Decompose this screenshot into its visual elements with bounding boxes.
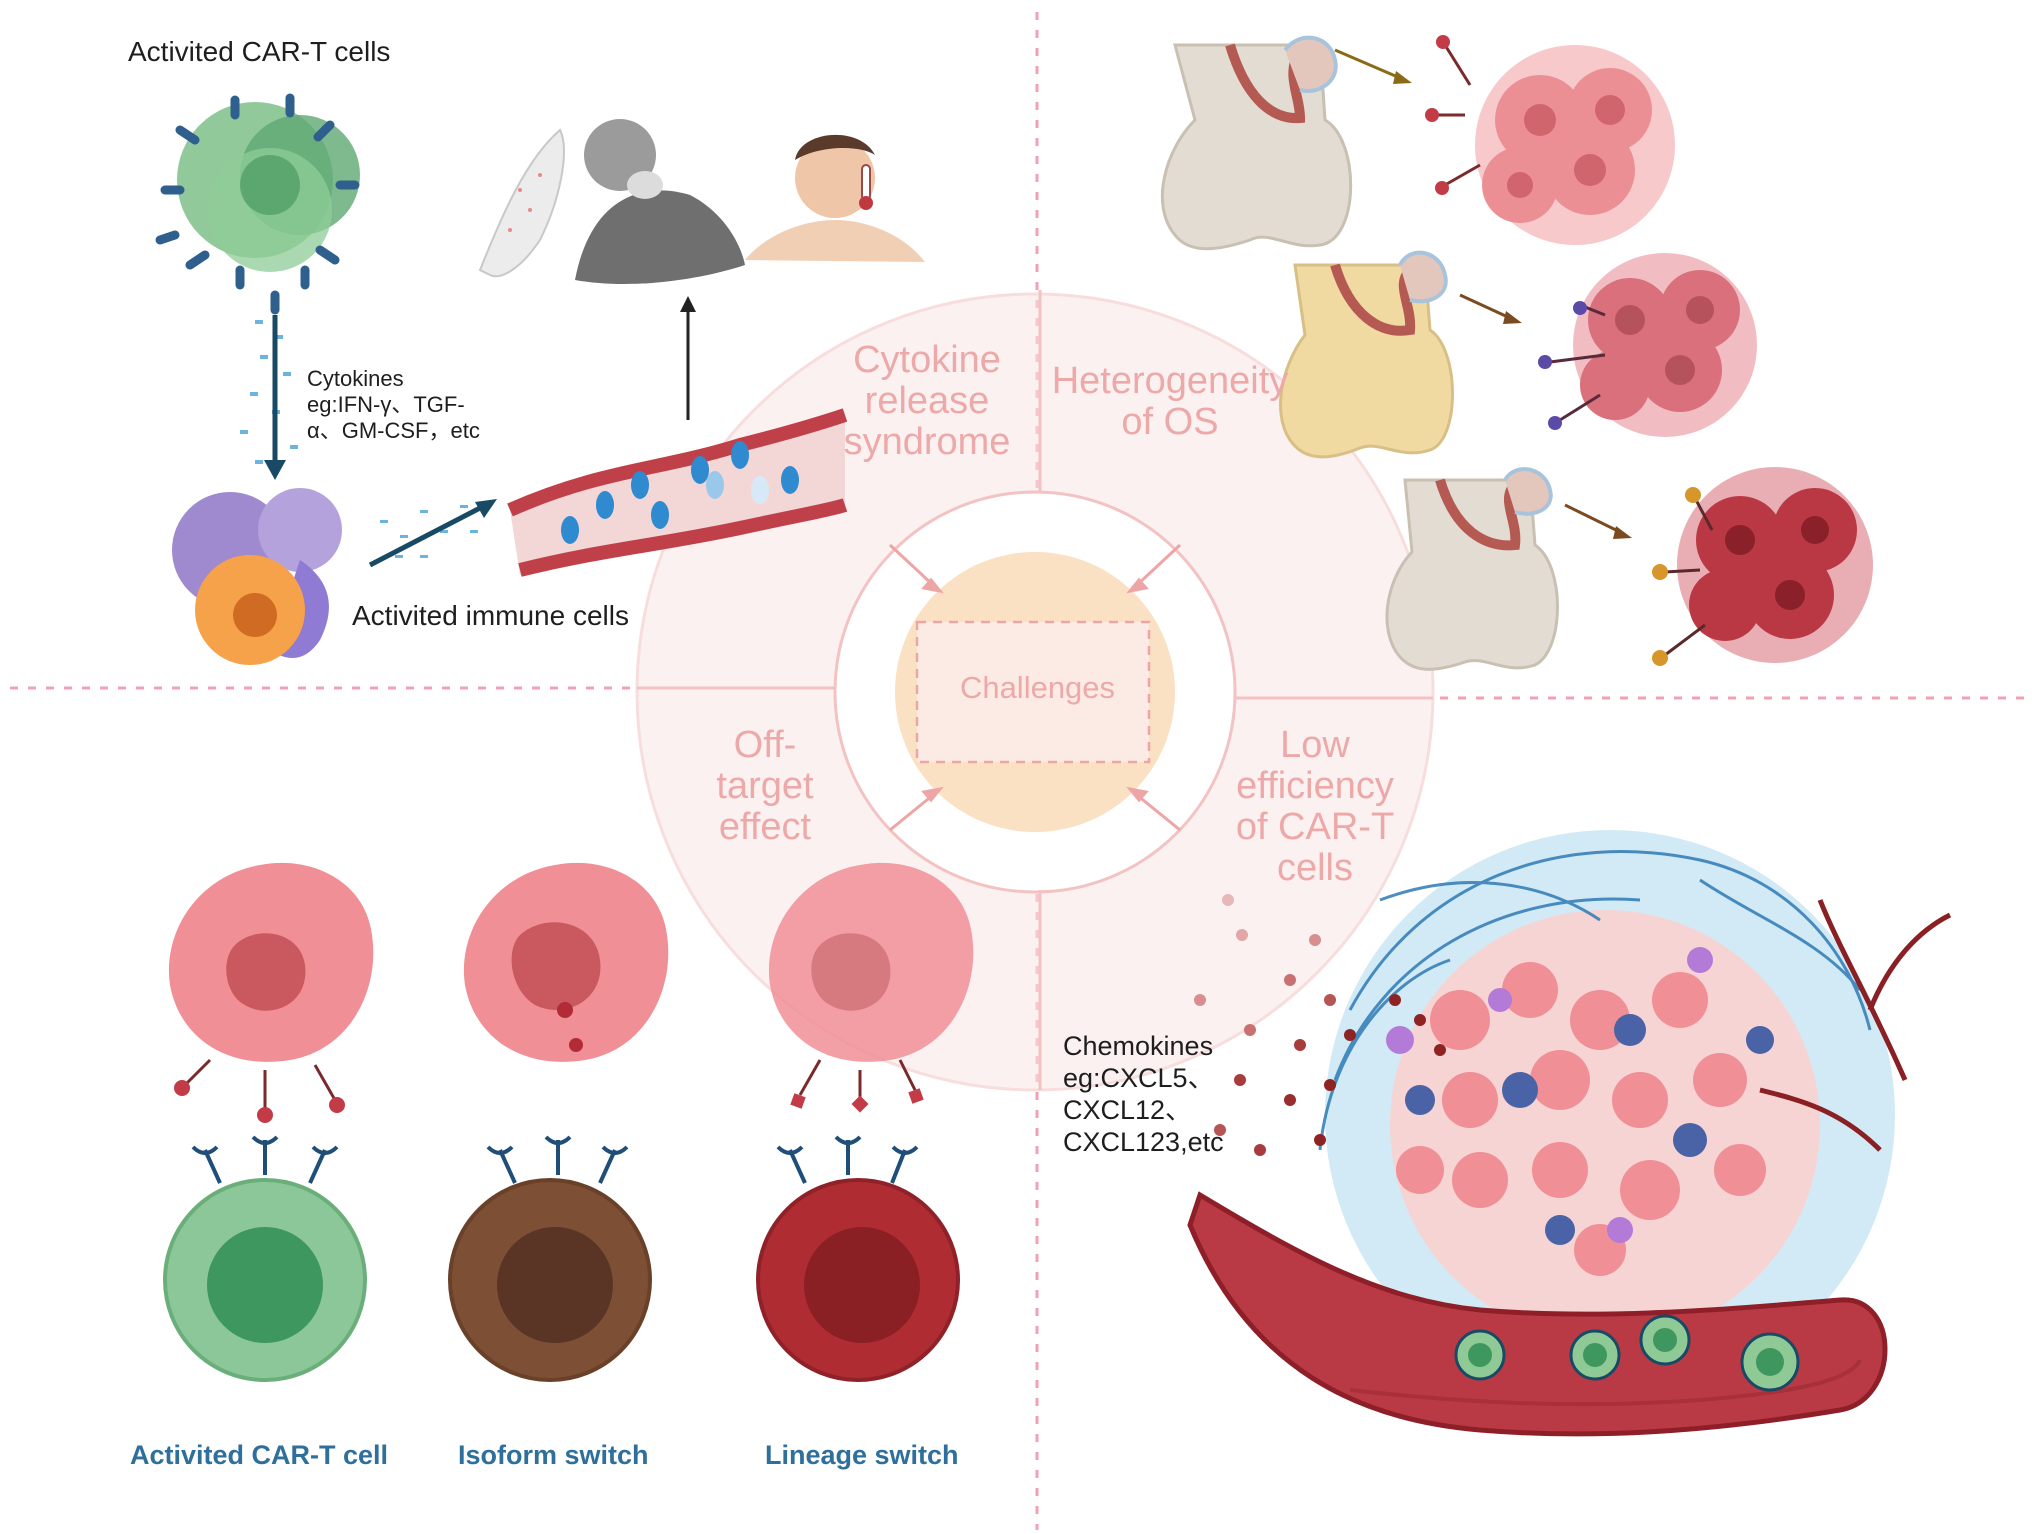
bone-tumor-1-icon [1160,35,1412,251]
car-t-receptor-group [191,1135,919,1184]
car-t-cell-cluster-icon [155,93,360,315]
bone-tumor-2-icon [1279,250,1522,459]
chemokines-line-2: eg:CXCL5、 [1063,1063,1215,1093]
car-t-cell-green-icon [163,1178,367,1382]
upward-arrow-icon [680,296,696,420]
segment-cytokine-release-syndrome: Cytokine release syndrome [843,339,1011,463]
challenges-title: Challenges [959,670,1116,705]
immune-cells-icon [172,488,342,665]
tumor-microenvironment-icon [1187,830,1952,1437]
immune-cells-label: Activited immune cells [352,600,629,631]
car-t-cells-title: Activited CAR-T cells [128,36,391,67]
segment-heterogeneity-of-os: Heterogeneity of OS [1051,360,1289,443]
cytokines-line-1: Cytokines [307,366,404,391]
tumor-cell-1-icon [168,862,374,1123]
caption-activited-car-t-cell: Activited CAR-T cell [130,1440,389,1470]
cytokine-spray-arrow-icon [368,499,497,568]
caption-lineage-switch: Lineage switch [765,1440,959,1470]
crs-symptoms-icon [478,119,925,285]
chemokines-line-4: CXCL123,etc [1063,1127,1224,1157]
tumor-cluster-2-icon [1538,253,1757,437]
cytokines-line-3: α、GM-CSF，etc [307,418,480,443]
tumor-cluster-1-icon [1425,35,1675,245]
cytokines-line-2: eg:IFN-γ、TGF- [307,392,465,417]
caption-isoform-switch: Isoform switch [458,1440,649,1470]
cytokine-release-arrow-icon [240,315,298,480]
segment-low-efficiency-of-car-t-cells: Low efficiency of CAR-T cells [1235,724,1395,889]
tumor-cluster-3-icon [1652,467,1873,666]
blood-vessel-icon [507,408,848,577]
segment-off-target-effect: Off- target effect [716,724,814,848]
car-t-cell-red-icon [756,1178,960,1382]
circulating-car-t-cells [1454,1314,1800,1392]
bone-tumor-3-icon [1385,467,1632,671]
cytokines-examples: Cytokines eg:IFN-γ、TGF- α、GM-CSF，etc [307,366,480,444]
chemokines-line-3: CXCL12、 [1063,1095,1193,1125]
chemokines-examples: Chemokines eg:CXCL5、 CXCL12、 CXCL123,etc [1063,1030,1224,1158]
tumor-cell-2-icon [463,862,669,1062]
chemokines-line-1: Chemokines [1063,1031,1214,1061]
car-t-cell-brown-icon [448,1178,652,1382]
tumor-cell-3-icon [768,862,974,1113]
chemokine-gradient-dots [1194,894,1446,1156]
